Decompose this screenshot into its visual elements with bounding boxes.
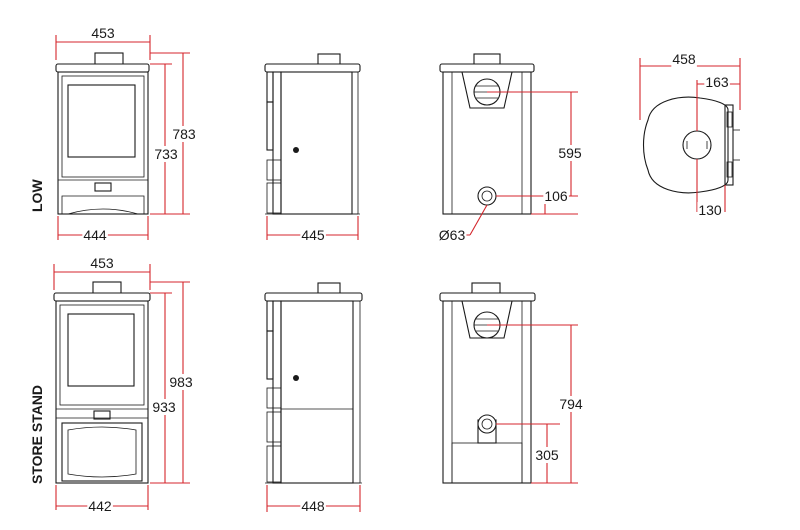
stand-front-height-inner: 933: [152, 399, 176, 415]
label-backing: [300, 227, 326, 243]
label-backing: [697, 202, 723, 218]
low-front-view: [55, 52, 150, 215]
stand-front-height-outer: 983: [169, 374, 193, 390]
low-outlet-diameter: Ø63: [439, 227, 466, 243]
stand-front-width-top: 453: [90, 255, 114, 271]
row-label-low: LOW: [29, 179, 45, 212]
stand-front-width-bottom: 442: [88, 498, 112, 514]
low-front-width-top: 453: [91, 25, 115, 41]
label-backing: [151, 399, 177, 415]
low-rear-view: [439, 53, 535, 215]
low-plan-flue-offset: 163: [705, 74, 729, 90]
low-rear-dimensions: 595 106 Ø63: [437, 91, 583, 243]
low-plan-dimensions: 458 163 130: [639, 51, 741, 218]
low-front-height-outer: 783: [172, 126, 196, 142]
door-handle-icon: [293, 375, 299, 381]
label-backing: [671, 51, 697, 67]
label-backing: [558, 396, 584, 412]
stand-front-view: [53, 281, 151, 484]
label-backing: [543, 188, 569, 204]
label-backing: [168, 374, 194, 390]
low-side-depth: 445: [301, 227, 325, 243]
label-backing: [300, 498, 326, 514]
stand-rear-dimensions: 794 305: [487, 324, 584, 484]
label-backing: [171, 126, 197, 142]
label-backing: [437, 227, 467, 243]
label-backing: [89, 255, 115, 271]
low-front-width-bottom: 444: [83, 227, 107, 243]
low-front-height-inner: 733: [154, 146, 178, 162]
stand-rear-outlet-height: 305: [535, 447, 559, 463]
stand-side-depth: 448: [301, 498, 325, 514]
label-backing: [557, 145, 583, 161]
stand-front-dimensions: 453 983 933 442: [53, 255, 194, 514]
label-backing: [153, 146, 179, 162]
stand-flue-rear-height: 794: [559, 396, 583, 412]
stand-side-view: [264, 282, 363, 484]
low-rear-outlet-height: 106: [544, 188, 568, 204]
label-backing: [534, 447, 560, 463]
row-label-store-stand: STORE STAND: [29, 385, 45, 484]
stand-rear-view: [439, 282, 536, 484]
low-side-view: [264, 53, 361, 215]
low-side-dimensions: 445: [266, 216, 359, 243]
label-backing: [704, 74, 730, 90]
low-plan-flue-side: 130: [698, 202, 722, 218]
low-plan-view: [642, 96, 740, 194]
stand-side-dimensions: 448: [266, 485, 361, 514]
door-handle-icon: [293, 147, 299, 153]
low-front-dimensions: 453 783 733 444: [55, 25, 197, 243]
label-backing: [87, 498, 113, 514]
low-plan-depth: 458: [672, 51, 696, 67]
label-backing: [90, 25, 116, 41]
label-backing: [82, 227, 108, 243]
low-flue-rear-height: 595: [558, 145, 582, 161]
